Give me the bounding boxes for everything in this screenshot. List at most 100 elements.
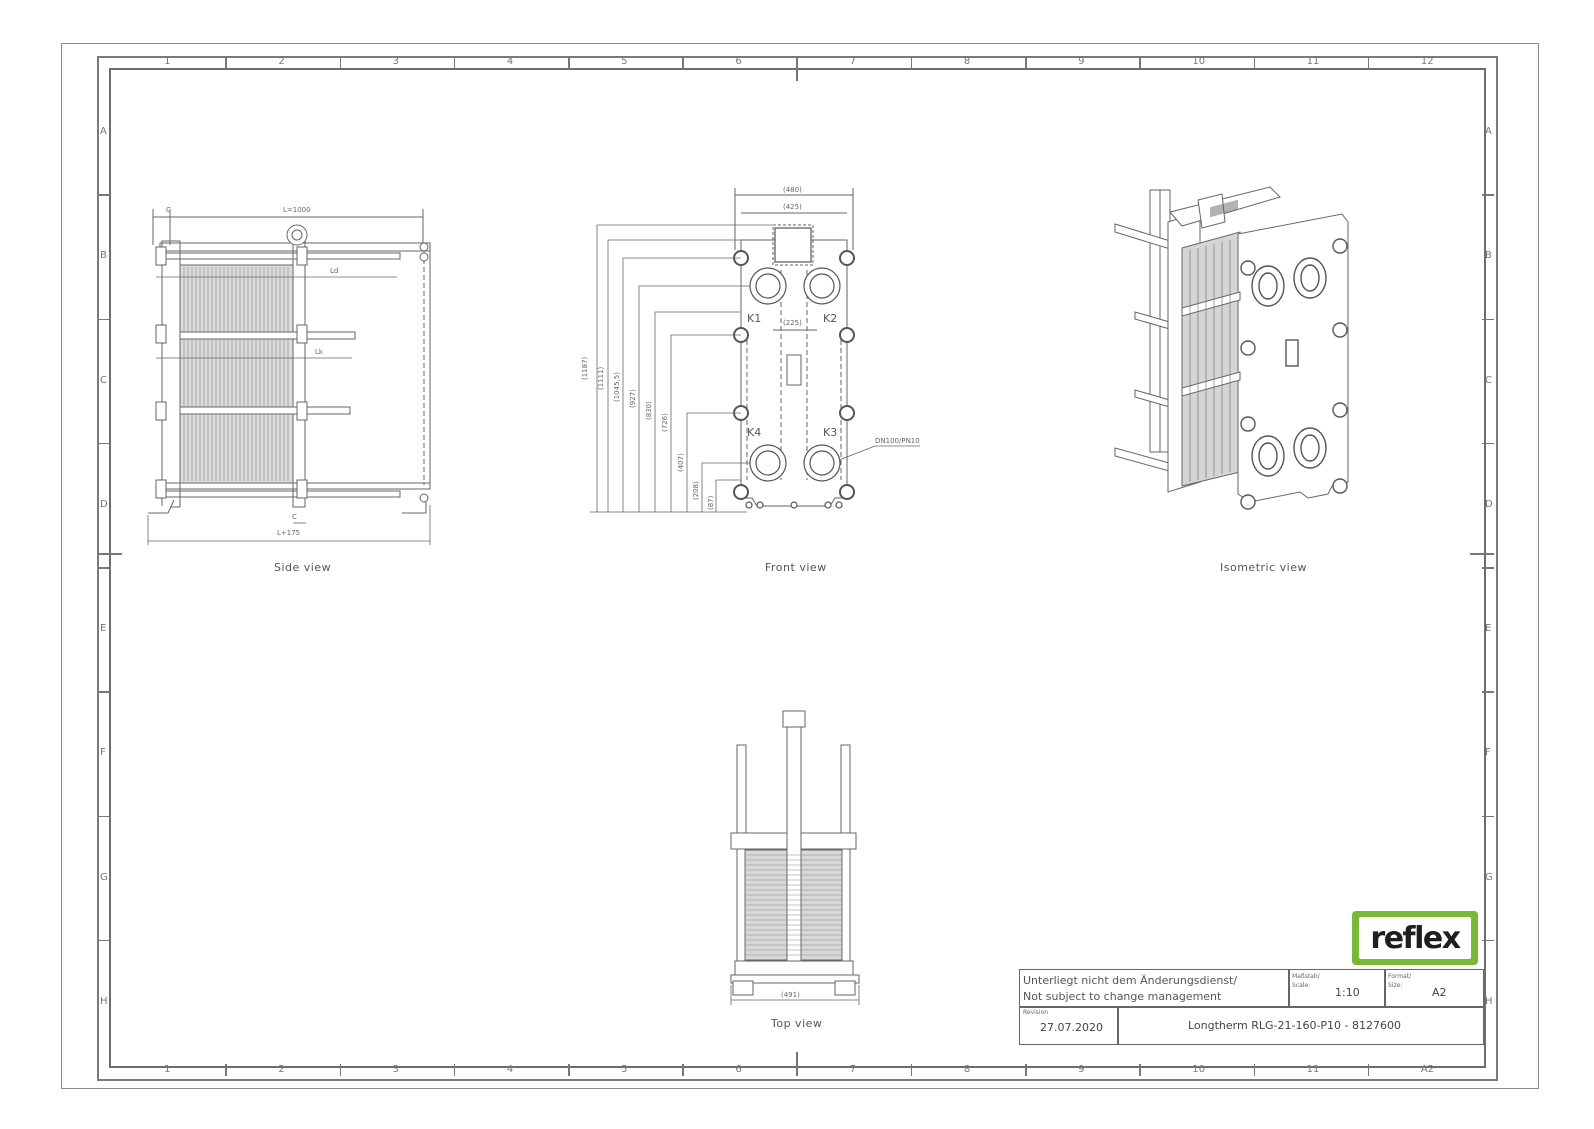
grid-tick — [568, 57, 570, 69]
centre-mark-right — [1470, 553, 1494, 555]
grid-col-label: 10 — [1192, 1064, 1206, 1075]
grid-tick — [339, 1064, 341, 1076]
dim-port-spacing: (225) — [783, 319, 802, 327]
grid-tick — [453, 57, 456, 69]
grid-col-label: 7 — [849, 56, 856, 67]
grid-tick — [1253, 57, 1255, 69]
port-label-k4: K4 — [747, 426, 761, 439]
port-label-k1: K1 — [747, 312, 761, 325]
front-view-drawing: (480) (425) (225) DN100/PN10 (1187) (111… — [581, 186, 920, 513]
grid-col-label: 12 — [1420, 56, 1434, 67]
dim-height-1187: (1187) — [581, 356, 589, 380]
grid-tick — [1482, 815, 1494, 817]
side-view-drawing: C L=1000 Ld Lk C L+175 — [147, 206, 431, 545]
grid-tick — [910, 57, 913, 69]
reflex-logo: reflex — [1352, 911, 1478, 965]
grid-col-label: 9 — [1078, 56, 1085, 67]
dim-width-480: (480) — [783, 186, 802, 194]
grid-tick — [1482, 442, 1494, 445]
grid-tick — [1253, 1064, 1255, 1076]
isometric-view-label: Isometric view — [1220, 561, 1307, 574]
dim-height-1045: (1045,5) — [613, 372, 621, 402]
grid-tick — [453, 1064, 456, 1076]
scale-label-de: Maßstab/ — [1292, 973, 1320, 980]
connection-spec: DN100/PN10 — [875, 437, 920, 445]
grid-col-label: 11 — [1306, 1064, 1320, 1075]
grid-col-label: 5 — [621, 1064, 628, 1075]
scale-value: 1:10 — [1335, 986, 1360, 999]
dim-lk: Lk — [315, 348, 324, 356]
grid-tick — [1025, 1064, 1027, 1076]
grid-row-label: D — [1485, 498, 1493, 510]
grid-row-label: H — [100, 995, 108, 1007]
top-view-label: Top view — [771, 1017, 823, 1030]
grid-tick — [682, 1064, 684, 1076]
grid-row-label: G — [100, 871, 108, 883]
dim-total-length: L+175 — [277, 529, 300, 537]
scale-label-en: Scale: — [1292, 982, 1311, 989]
grid-col-label: 1 — [164, 1064, 171, 1075]
grid-col-label: 8 — [963, 1064, 971, 1075]
grid-row-label: F — [100, 747, 106, 759]
grid-col-label: A2 — [1420, 1064, 1435, 1075]
grid-row-label: F — [1485, 747, 1491, 759]
revision-date: 27.07.2020 — [1040, 1021, 1103, 1034]
grid-tick — [1025, 57, 1027, 69]
grid-row-label: C — [100, 374, 107, 386]
grid-row-label: A — [1485, 126, 1492, 138]
grid-tick — [225, 1064, 227, 1076]
grid-tick — [98, 318, 110, 320]
grid-row-label: A — [100, 126, 107, 138]
dim-height-726: (726) — [661, 413, 669, 432]
grid-tick — [1482, 691, 1494, 693]
format-label-en: Size: — [1388, 982, 1403, 989]
grid-col-label: 2 — [278, 1064, 285, 1075]
drawing-title: Longtherm RLG-21-160-P10 - 8127600 — [1188, 1019, 1401, 1032]
port-label-k2: K2 — [823, 312, 837, 325]
dim-width-425: (425) — [783, 203, 802, 211]
dim-height-927: (927) — [629, 389, 637, 408]
grid-col-label: 6 — [735, 1064, 742, 1075]
grid-col-label: 9 — [1078, 1064, 1085, 1075]
dim-height-208: (208) — [692, 481, 700, 500]
dim-height-87: (87) — [707, 495, 715, 510]
grid-row-label: G — [1485, 871, 1493, 883]
grid-col-label: 4 — [506, 56, 514, 67]
grid-tick — [1482, 318, 1494, 320]
grid-row-label: C — [1485, 374, 1492, 386]
grid-col-label: 1 — [164, 56, 171, 67]
grid-row-label: H — [1485, 995, 1493, 1007]
grid-col-label: 3 — [392, 1064, 399, 1075]
top-view-drawing: (491) — [730, 710, 860, 1005]
format-value: A2 — [1432, 986, 1447, 999]
notice-english: Not subject to change management — [1023, 990, 1222, 1003]
logo-text: reflex — [1370, 920, 1461, 956]
title-block: Unterliegt nicht dem Änderungsdienst/ No… — [1019, 969, 1484, 1045]
grid-tick — [98, 939, 110, 942]
grid-tick — [1482, 939, 1494, 942]
grid-col-label: 3 — [392, 56, 399, 67]
sheet-outer-border — [61, 43, 1539, 1089]
grid-tick — [1139, 57, 1141, 69]
grid-tick — [225, 57, 227, 69]
grid-tick — [910, 1064, 913, 1076]
grid-col-label: 10 — [1192, 56, 1206, 67]
side-view-label: Side view — [274, 561, 332, 574]
grid-tick — [1482, 567, 1494, 569]
grid-row-label: B — [100, 250, 107, 262]
grid-col-label: 7 — [849, 1064, 856, 1075]
centre-mark-top — [796, 57, 798, 81]
isometric-view-drawing — [1114, 186, 1349, 510]
grid-col-label: 6 — [735, 56, 742, 67]
grid-tick — [98, 691, 110, 693]
grid-tick — [568, 1064, 570, 1076]
port-label-k3: K3 — [823, 426, 837, 439]
dim-height-1111: (1111) — [597, 366, 605, 390]
dim-c-bottom: C — [292, 513, 297, 521]
grid-tick — [98, 194, 110, 196]
dim-width-491: (491) — [781, 991, 800, 999]
grid-tick — [1139, 1064, 1141, 1076]
grid-col-label: 8 — [963, 56, 971, 67]
front-view-label: Front view — [765, 561, 827, 574]
grid-tick — [98, 567, 110, 569]
